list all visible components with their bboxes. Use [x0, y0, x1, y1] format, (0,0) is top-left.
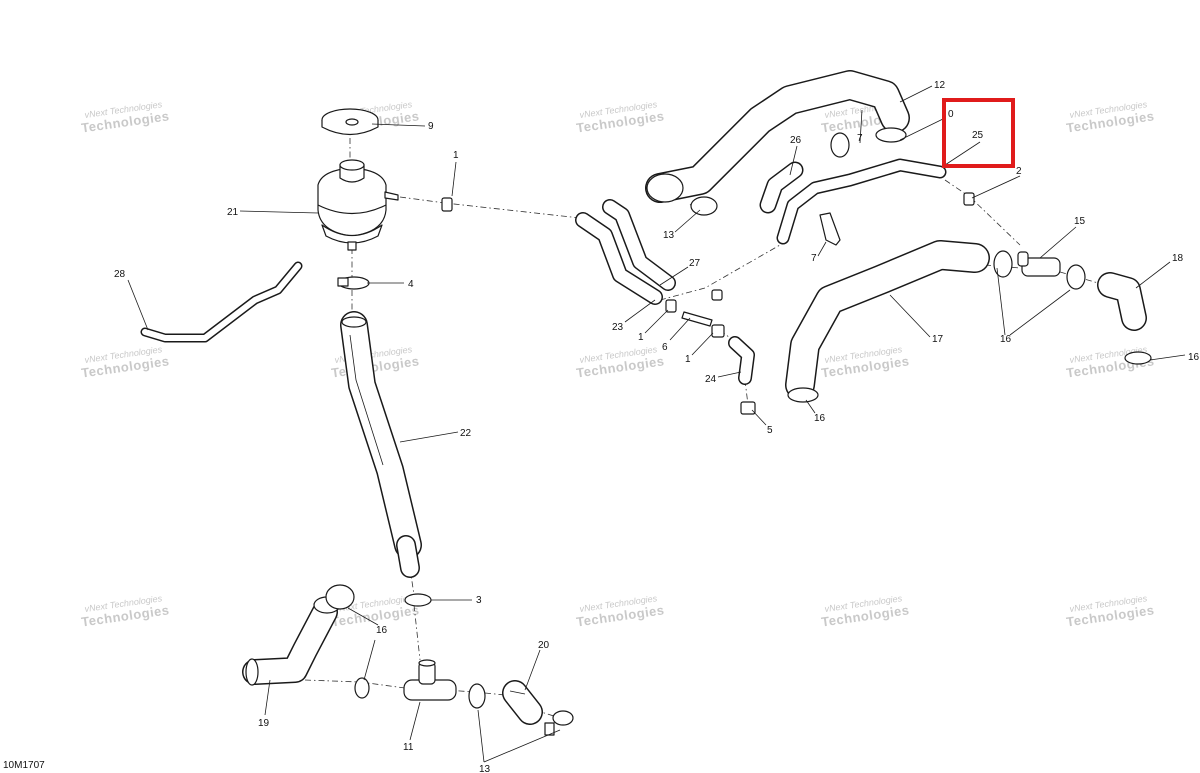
part-7-clip	[830, 132, 850, 158]
part-24-hose	[728, 336, 755, 385]
part-2-fitting	[963, 192, 975, 206]
part-16-clamp	[1066, 264, 1086, 290]
callout-27: 27	[689, 258, 701, 269]
callout-16: 16	[814, 413, 826, 424]
callout-4: 4	[408, 279, 414, 290]
part-11-tee-fitting	[403, 659, 457, 701]
part-3-clamp	[404, 593, 432, 607]
callout-16: 16	[1188, 352, 1200, 363]
part-1-fitting	[441, 197, 453, 212]
callout-22: 22	[460, 428, 472, 439]
part-16-clamp	[1124, 351, 1152, 365]
callout-9: 9	[428, 121, 434, 132]
callout-13: 13	[663, 230, 675, 241]
callout-24: 24	[705, 374, 717, 385]
part-13-clamp	[544, 710, 574, 736]
part-23-hose	[575, 212, 663, 305]
drawing-code: 10M1707	[3, 760, 45, 771]
callout-7: 7	[811, 253, 817, 264]
callout-21: 21	[227, 207, 239, 218]
callout-15: 15	[1074, 216, 1086, 227]
part-6-fitting	[681, 289, 723, 327]
selected-part-highlight[interactable]: 0 25	[942, 98, 1015, 168]
part-16-clamp	[325, 584, 355, 610]
callout-12: 12	[934, 80, 946, 91]
part-19-elbow-hose	[242, 596, 341, 686]
part-18-elbow	[1097, 272, 1147, 331]
part-16-clamp	[354, 677, 370, 699]
part-28-tube	[140, 261, 303, 343]
part-1-fitting	[665, 299, 677, 313]
centerlines	[304, 138, 1106, 719]
callout-2: 2	[1016, 166, 1022, 177]
callout-1: 1	[685, 354, 691, 365]
callout-11: 11	[403, 742, 414, 753]
highlight-label-main: 25	[972, 130, 984, 141]
highlight-label-top: 0	[948, 109, 954, 120]
callout-6: 6	[662, 342, 668, 353]
callout-3: 3	[476, 595, 482, 606]
callout-18: 18	[1172, 253, 1184, 264]
callout-19: 19	[258, 718, 270, 729]
part-15-connector	[1017, 251, 1061, 277]
part-26-hose	[759, 161, 804, 214]
part-9-pressure-cap	[321, 108, 379, 136]
callout-26: 26	[790, 135, 802, 146]
callout-16: 16	[376, 625, 388, 636]
part-4-clamp	[337, 276, 370, 290]
callout-1: 1	[638, 332, 644, 343]
part-1-fitting	[711, 324, 725, 338]
callout-7: 7	[857, 133, 863, 144]
part-27-hose	[602, 199, 676, 291]
callout-17: 17	[932, 334, 944, 345]
part-21-coolant-reservoir	[317, 159, 399, 251]
part-16-clamp	[993, 250, 1013, 278]
part-5-clip	[740, 401, 756, 415]
callout-28: 28	[114, 269, 126, 280]
callout-1: 1	[453, 150, 459, 161]
part-25-hose	[776, 158, 947, 245]
part-12-upper-hose	[645, 70, 910, 203]
leader-lines	[127, 85, 1186, 763]
part-20-coupler	[502, 680, 543, 725]
part-13-clamp	[468, 683, 486, 709]
callout-16: 16	[1000, 334, 1012, 345]
part-16-clamp	[787, 387, 819, 403]
callout-20: 20	[538, 640, 550, 651]
part-22-hose	[340, 311, 422, 578]
part-7-clip	[819, 212, 841, 246]
callout-5: 5	[767, 425, 773, 436]
part-clamp	[875, 127, 907, 143]
callout-13: 13	[479, 764, 491, 773]
callout-23: 23	[612, 322, 624, 333]
callouts: 9 21 1 4 28 22 3 16 19 11 13 20 23 1 27 …	[114, 80, 1200, 773]
part-17-lower-hose	[785, 240, 990, 400]
part-13-clamp	[690, 196, 718, 216]
